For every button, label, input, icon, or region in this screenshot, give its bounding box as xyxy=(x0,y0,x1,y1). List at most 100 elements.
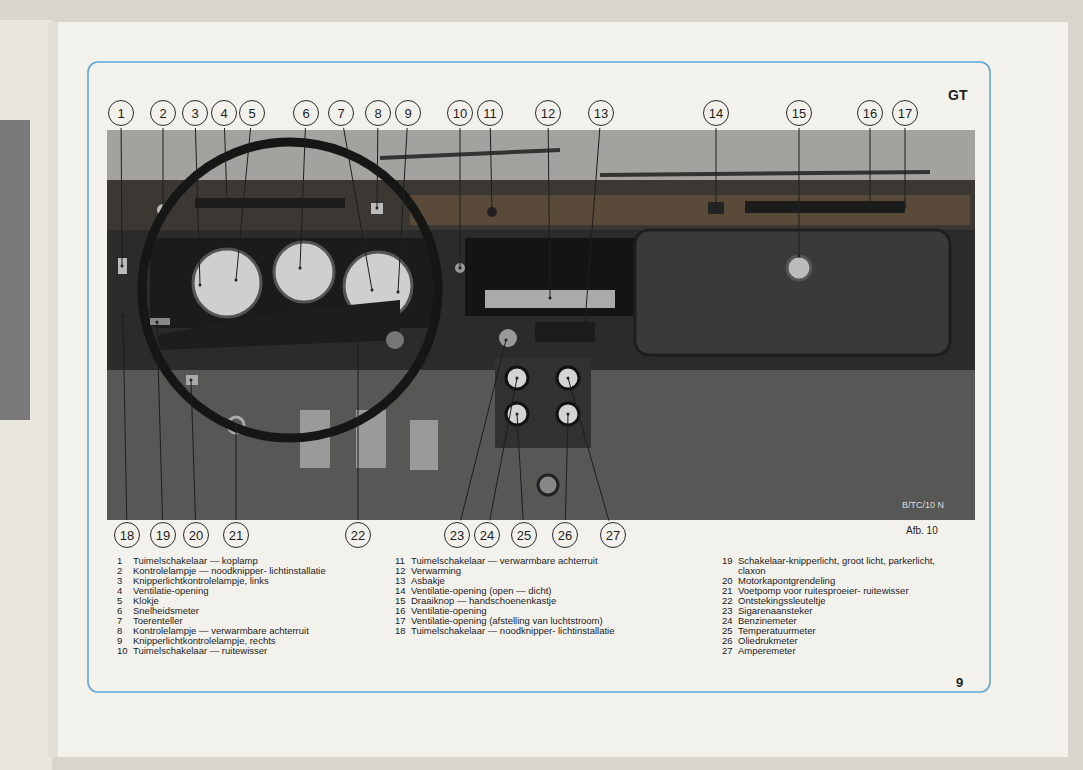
callout-number: 16 xyxy=(863,107,877,120)
callout-circle: 27 xyxy=(600,522,626,548)
dash-top xyxy=(107,180,975,230)
key-number: 18 xyxy=(395,626,411,636)
bonnet-release xyxy=(186,375,198,385)
glovebox xyxy=(635,230,950,355)
callout-circle: 10 xyxy=(447,100,473,126)
key-row: 19Schakelaar-knipperlicht, groot licht, … xyxy=(722,556,938,576)
leader-line xyxy=(716,128,717,208)
key-row: 9Knipperlichtkontrolelampje, rechts xyxy=(117,636,348,646)
callout-number: 6 xyxy=(302,107,309,120)
leader-dot xyxy=(190,379,193,382)
vent xyxy=(195,198,345,208)
leader-line xyxy=(191,380,196,520)
leader-dot xyxy=(549,297,552,300)
wood-trim xyxy=(410,195,970,225)
callout-number: 18 xyxy=(120,529,134,542)
stalk xyxy=(150,318,170,325)
callout-circle: 12 xyxy=(535,100,561,126)
leader-line xyxy=(799,128,800,256)
leader-dot xyxy=(505,339,508,342)
callout-circle: 6 xyxy=(293,100,319,126)
leader-line xyxy=(121,128,123,266)
leader-dot xyxy=(121,265,124,268)
pedal xyxy=(410,420,438,470)
key-number: 4 xyxy=(117,586,133,596)
key-number: 1 xyxy=(117,556,133,566)
callout-number: 27 xyxy=(606,529,620,542)
key-text: Tuimelschakelaar — verwarmbare achterrui… xyxy=(411,556,641,566)
dash-face xyxy=(107,230,975,370)
callout-number: 11 xyxy=(483,107,497,120)
callout-number: 20 xyxy=(189,529,203,542)
leader-line xyxy=(163,128,164,210)
key-text: Tuimelschakelaar — ruitewisser xyxy=(133,646,348,656)
callout-circle: 2 xyxy=(150,100,176,126)
key-text: Asbakje xyxy=(411,576,641,586)
key-column: 11Tuimelschakelaar — verwarmbare achterr… xyxy=(395,556,641,636)
key-text: Benzinemeter xyxy=(738,616,938,626)
key-number: 25 xyxy=(722,626,738,636)
key-row: 7Toerenteller xyxy=(117,616,348,626)
callout-circle: 4 xyxy=(211,100,237,126)
leader-line xyxy=(398,128,407,292)
key-number: 9 xyxy=(117,636,133,646)
key-number: 15 xyxy=(395,596,411,606)
leader-line xyxy=(461,340,506,520)
figure-number: Afb. 10 xyxy=(906,525,938,536)
key-number: 5 xyxy=(117,596,133,606)
vent xyxy=(745,201,905,213)
leader-line xyxy=(460,128,461,268)
page-number: 9 xyxy=(956,675,963,690)
callout-number: 5 xyxy=(248,107,255,120)
callout-circle: 5 xyxy=(239,100,265,126)
key-row: 27Amperemeter xyxy=(722,646,938,656)
leader-dot xyxy=(459,267,462,270)
lighter xyxy=(499,329,517,347)
key-number: 24 xyxy=(722,616,738,626)
leader-dot xyxy=(715,207,718,210)
key-text: Toerenteller xyxy=(133,616,348,626)
callout-circle: 23 xyxy=(444,522,470,548)
key-number: 16 xyxy=(395,606,411,616)
switch xyxy=(118,258,127,274)
leader-dot xyxy=(299,267,302,270)
key-row: 12Verwarming xyxy=(395,566,641,576)
gear-lever xyxy=(538,475,558,495)
left-page-photo xyxy=(0,120,30,420)
leader-line xyxy=(225,128,228,203)
key-text: Tuimelschakelaar — koplamp xyxy=(133,556,348,566)
leader-line xyxy=(905,128,906,207)
callout-circle: 17 xyxy=(892,100,918,126)
key-text: Oliedrukmeter xyxy=(738,636,938,646)
callout-circle: 25 xyxy=(511,522,537,548)
callout-number: 17 xyxy=(898,107,912,120)
leader-dot xyxy=(869,206,872,209)
key-number: 17 xyxy=(395,616,411,626)
key-number: 3 xyxy=(117,576,133,586)
key-row: 16Ventilatie-opening xyxy=(395,606,641,616)
key-row: 6Snelheidsmeter xyxy=(117,606,348,616)
gauge xyxy=(506,367,528,389)
callout-circle: 14 xyxy=(703,100,729,126)
key-text: Schakelaar-knipperlicht, groot licht, pa… xyxy=(738,556,938,576)
key-row: 2Kontrolelampje — noodknipper- lichtinst… xyxy=(117,566,348,576)
callout-number: 8 xyxy=(374,107,381,120)
callout-circle: 19 xyxy=(150,522,176,548)
callout-number: 19 xyxy=(156,529,170,542)
photo-code: B/TC/10 N xyxy=(902,500,944,510)
key-text: Verwarming xyxy=(411,566,641,576)
callout-number: 7 xyxy=(337,107,344,120)
key-text: Draaiknop — handschoenenkastje xyxy=(411,596,641,606)
leader-line xyxy=(195,128,200,285)
key-text: Knipperlichtkontrolelampje, rechts xyxy=(133,636,348,646)
callout-number: 26 xyxy=(558,529,572,542)
clock xyxy=(193,249,261,317)
key-row: 24Benzinemeter xyxy=(722,616,938,626)
leader-dot xyxy=(584,321,587,324)
leader-dot xyxy=(162,209,165,212)
callout-circle: 22 xyxy=(345,522,371,548)
leader-dot xyxy=(235,279,238,282)
callout-number: 22 xyxy=(351,529,365,542)
page xyxy=(48,22,1068,757)
leader-line xyxy=(358,340,359,520)
